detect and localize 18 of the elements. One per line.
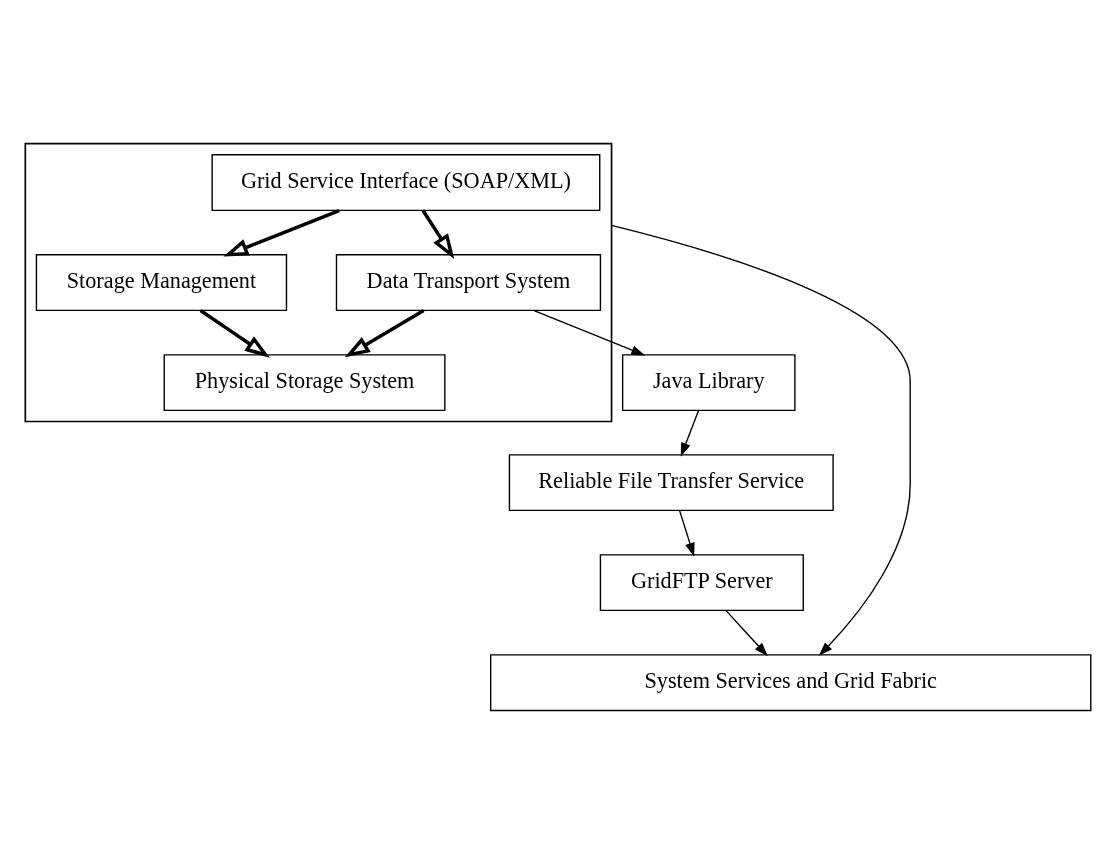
node-box: Reliable File Transfer Service [508, 454, 834, 512]
arrow [223, 208, 340, 257]
node-box: Physical Storage System [163, 354, 446, 412]
arrow [421, 209, 455, 260]
arrow [199, 309, 270, 358]
arrow [678, 509, 695, 557]
node-box: System Services and Grid Fabric [490, 654, 1092, 712]
node-box: Storage Management [35, 254, 288, 312]
arrow [680, 409, 700, 457]
node-box: GridFTP Server [599, 554, 804, 612]
node-box: Data Transport System [335, 254, 602, 312]
arrow [533, 309, 646, 356]
arrow [610, 224, 911, 656]
node-box: Java Library [621, 354, 796, 412]
node-box: Grid Service Interface (SOAP/XML) [211, 154, 601, 212]
arrow [725, 609, 768, 657]
cluster [24, 142, 613, 423]
arrow [344, 309, 425, 358]
